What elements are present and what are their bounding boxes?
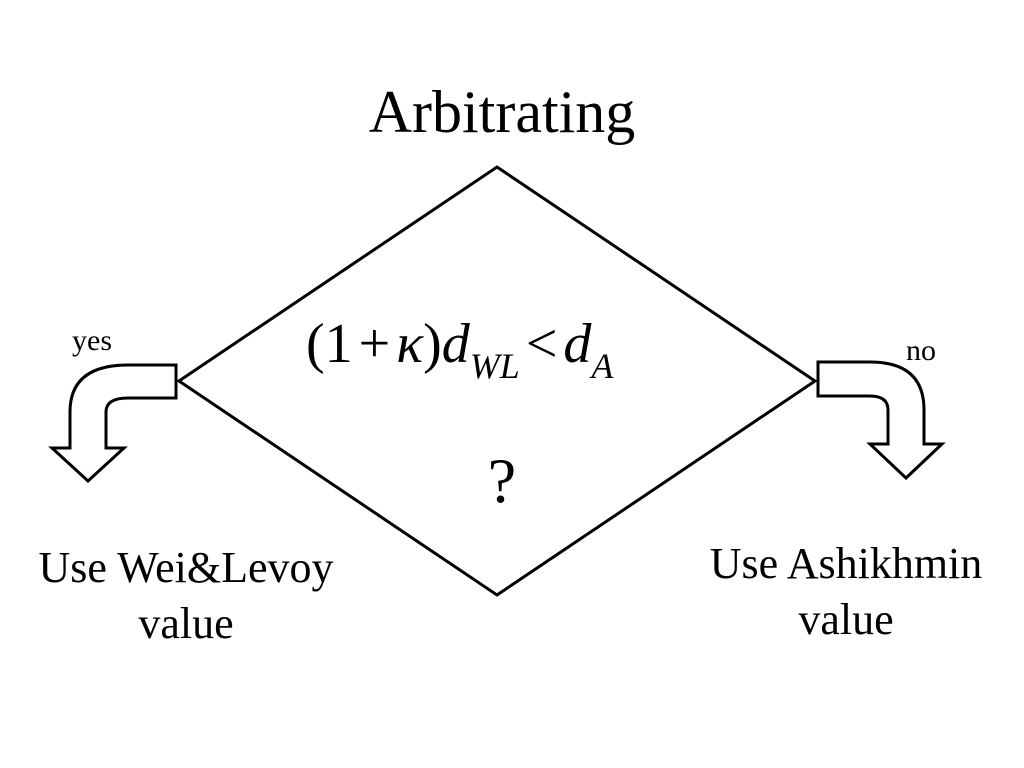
decision-question-mark: ? [487,445,517,516]
diagram-title: Arbitrating [368,79,636,145]
no-arrow-icon [816,360,946,481]
formula-open: (1 [306,313,353,375]
formula-plus: + [358,313,391,375]
formula-close: ) [423,313,442,375]
no-outcome: Use Ashikhmin value [668,536,1024,648]
yes-label: yes [72,324,112,357]
formula-less-than: < [525,313,558,375]
formula-d-wl: d [441,313,470,375]
yes-outcome: Use Wei&Levoy value [0,540,372,652]
decision-diamond [176,165,818,597]
yes-outcome-line1: Use Wei&Levoy [38,543,334,592]
formula-subscript-a: A [591,346,614,386]
no-outcome-line2: value [798,595,894,644]
formula-d-a: d [563,313,592,375]
yes-outcome-line2: value [138,599,234,648]
no-outcome-line1: Use Ashikhmin [709,539,983,588]
formula-subscript-wl: WL [469,346,520,386]
formula-kappa: κ [396,313,424,375]
no-label: no [906,334,936,367]
decision-condition: (1+κ)dWL<dA [306,312,706,386]
yes-arrow-icon [48,363,178,484]
